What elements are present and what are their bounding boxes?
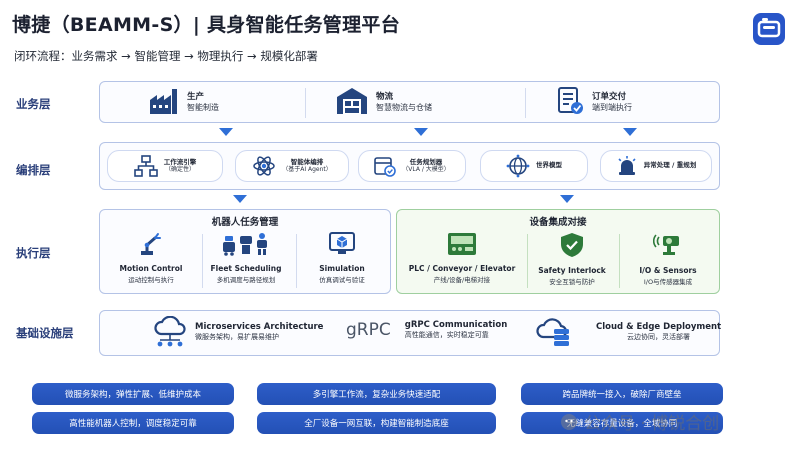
page-title: 博捷（BEAMM-S）| 具身智能任务管理平台 [12,14,401,36]
divider [305,88,306,118]
cloud-server-icon [536,318,569,346]
device-item-sub: 安全互锁与防护 [549,278,595,286]
robot-section-title: 机器人任务管理 [211,217,279,228]
business-title: 生产 [187,91,205,102]
flow-arrow-icon [233,195,247,203]
infra-title: gRPC Communication [404,320,508,330]
orchestration-item-agent: 智能体编排 （基于AI Agent） [235,150,349,182]
orchestration-title: 智能体编排 [290,157,324,166]
robot-item-title: Simulation [319,264,365,273]
factory-icon [150,89,177,114]
robot-item-title: Motion Control [119,264,183,273]
device-item-safety: Safety Interlock 安全互锁与防护 [527,232,617,286]
checklist-icon [558,87,583,114]
alarm-icon [618,156,636,175]
feature-button-workflow[interactable]: 多引擎工作流，复杂业务快速适配 [257,383,496,405]
shield-check-icon [561,233,583,257]
feature-button-microservices[interactable]: 微服务架构，弹性扩展、低维护成本 [32,383,234,405]
robot-item-motion-control: Motion Control 运动控制与执行 [103,232,199,284]
robot-item-sub: 仿真调试与验证 [319,276,365,284]
feature-button-cross-brand[interactable]: 跨品牌统一接入，破除厂商壁垒 [521,383,723,405]
infra-item-grpc: gRPC gRPC Communication 高性能通信，实时稳定可靠 [346,320,507,340]
planner-icon [374,157,397,177]
orchestration-title: 任务规划器 [409,157,443,166]
infra-sub: 云边协同，灵活部署 [627,333,691,341]
device-item-sub: 产线/设备/电梯对接 [433,276,491,284]
page-subtitle: 闭环流程：业务需求 → 智能管理 → 物理执行 → 规模化部署 [14,49,318,63]
robot-item-fleet-scheduling: Fleet Scheduling 多机调度与路径规划 [200,232,292,284]
cloud-network-icon [154,316,186,347]
feature-button-device-network[interactable]: 全厂设备一网互联，构建智能制造底座 [257,412,496,434]
orchestration-title: 工作流引擎 [163,157,197,166]
orchestration-item-workflow: 工作流引擎 （确定性） [107,150,223,182]
orchestration-sub: （基于AI Agent） [282,166,332,174]
grpc-icon: gRPC [346,320,391,340]
divider [202,234,203,288]
orchestration-sub: （VLA / 大模型） [402,166,450,174]
watermark-text: 公众号 · 博锐合创 [584,414,720,434]
business-item-logistics: 物流 智慧物流与仓储 [335,86,432,116]
infra-sub: 高性能通信，实时稳定可靠 [404,331,489,339]
business-title: 订单交付 [592,91,627,102]
monitor-cube-icon [329,232,355,254]
wechat-icon [561,413,577,430]
business-sub: 端到端执行 [592,102,632,112]
divider [296,234,297,288]
flow-arrow-icon [414,128,428,136]
flow-arrow-icon [623,128,637,136]
device-item-title: PLC / Conveyor / Elevator [408,264,516,273]
infra-title: Cloud & Edge Deployment [596,322,722,332]
device-item-plc: PLC / Conveyor / Elevator 产线/设备/电梯对接 [400,232,524,284]
infra-item-microservices: Microservices Architecture 微服务架构，易扩展易维护 [152,316,323,348]
warehouse-icon [337,88,367,114]
device-section-title: 设备集成对接 [529,217,587,228]
robot-item-sub: 运动控制与执行 [128,276,174,284]
orchestration-item-world-model: 世界模型 [480,150,588,182]
orchestration-item-planner: 任务规划器 （VLA / 大模型） [358,150,466,182]
brand-logo-icon [753,13,785,45]
orchestration-sub: （确定性） [164,166,195,174]
business-layer-panel [99,81,720,123]
infrastructure-layer-panel [99,310,720,356]
plc-icon [448,233,476,255]
device-item-sub: I/O与传感器集成 [643,278,693,286]
workflow-icon [133,155,158,177]
device-item-title: Safety Interlock [538,266,606,275]
robot-arm-icon [141,233,161,255]
orchestration-title: 异常处理 / 重规划 [643,161,697,170]
camera-sensor-icon [652,234,679,255]
layer-label-execution: 执行层 [16,246,51,260]
feature-button-robot-control[interactable]: 高性能机器人控制，调度稳定可靠 [32,412,234,434]
device-item-io: I/O & Sensors I/O与传感器集成 [620,232,716,286]
layer-label-business: 业务层 [16,97,51,111]
divider [619,234,620,288]
business-title: 物流 [376,91,394,102]
robot-item-sub: 多机调度与路径规划 [216,276,276,284]
infra-title: Microservices Architecture [195,322,324,332]
robot-item-title: Fleet Scheduling [210,264,282,273]
infra-sub: 微服务架构，易扩展易维护 [195,333,279,341]
layer-label-orchestration: 编排层 [16,163,51,177]
flow-arrow-icon [560,195,574,203]
orchestration-title: 世界模型 [536,161,562,170]
layer-label-infrastructure: 基础设施层 [16,326,74,340]
device-item-title: I/O & Sensors [639,266,697,275]
watermark: 公众号 · 博锐合创 [560,409,719,434]
divider [525,88,526,118]
orchestration-item-exception: 异常处理 / 重规划 [600,150,712,182]
business-sub: 智慧物流与仓储 [376,102,432,112]
robot-fleet-icon [223,233,267,256]
infra-item-cloud-edge: Cloud & Edge Deployment 云边协同，灵活部署 [536,317,721,347]
business-item-order: 订单交付 端到端执行 [557,86,632,116]
robot-item-simulation: Simulation 仿真调试与验证 [296,232,388,284]
flow-arrow-icon [219,128,233,136]
globe-icon [506,154,530,178]
atom-icon [253,156,275,176]
divider [527,234,528,288]
business-sub: 智能制造 [187,102,219,112]
business-item-production: 生产 智能制造 [148,86,219,116]
